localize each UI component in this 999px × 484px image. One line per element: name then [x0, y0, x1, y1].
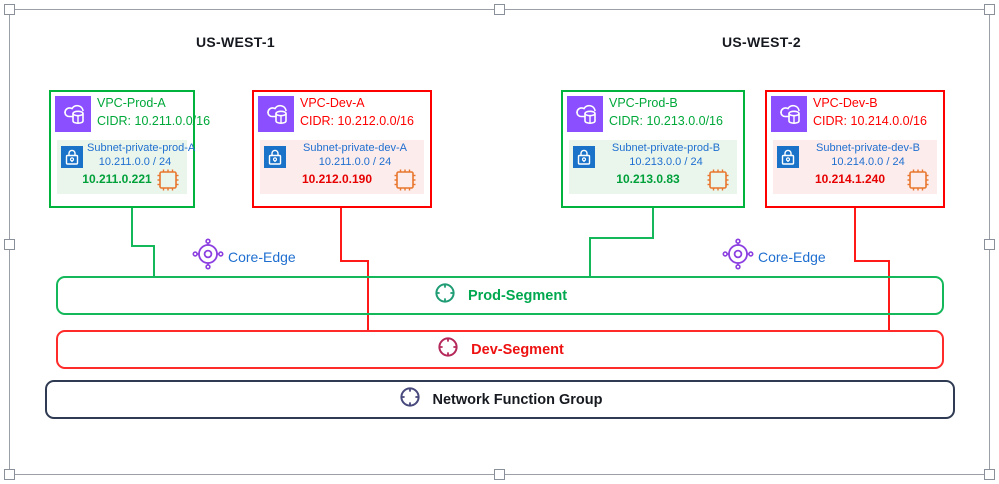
subnet-name: Subnet-private-prod-A: [87, 142, 196, 154]
segment-ring-icon: [398, 385, 422, 414]
subnet-cidr: 10.213.0.0 / 24: [629, 156, 703, 168]
vpc-title: VPC-Prod-A: [97, 96, 166, 110]
core-edge-label: Core-Edge: [228, 248, 296, 265]
vpc-header: VPC-Dev-B CIDR: 10.214.0.0/16: [767, 92, 943, 136]
subnet-lock-icon: [777, 146, 799, 168]
ec2-instance-chip-icon: [705, 168, 731, 192]
vpc-card-vpc-prod-a[interactable]: VPC-Prod-A CIDR: 10.211.0.0/16 Subnet-pr…: [49, 90, 210, 208]
subnet-name: Subnet-private-dev-B: [816, 142, 920, 154]
segment-label: Network Function Group: [432, 391, 603, 408]
ec2-instance-chip-icon: [905, 168, 931, 192]
vpc-cidr: CIDR: 10.214.0.0/16: [813, 114, 927, 128]
ec2-instance-chip-icon: [392, 168, 418, 192]
instance-ip-address: 10.212.0.190: [301, 172, 373, 186]
segment-bar-network-function-group[interactable]: Network Function Group: [45, 380, 955, 419]
resize-handle-middle-left[interactable]: [4, 239, 15, 250]
vpc-cidr: CIDR: 10.211.0.0/16: [97, 114, 211, 128]
vpc-cloud-icon: [55, 96, 91, 132]
core-edge-label: Core-Edge: [758, 248, 826, 265]
vpc-card-vpc-dev-b[interactable]: VPC-Dev-B CIDR: 10.214.0.0/16 Subnet-pri…: [765, 90, 945, 208]
vpc-title: VPC-Dev-A: [300, 96, 365, 110]
subnet-lock-icon: [573, 146, 595, 168]
resize-handle-top-left[interactable]: [4, 4, 15, 15]
ec2-instance-chip-icon: [155, 168, 181, 192]
instance-ip-address: 10.211.0.221: [82, 172, 152, 186]
vpc-card-vpc-prod-b[interactable]: VPC-Prod-B CIDR: 10.213.0.0/16 Subnet-pr…: [561, 90, 745, 208]
segment-bar-prod-segment[interactable]: Prod-Segment: [56, 276, 944, 315]
resize-handle-top-right[interactable]: [984, 4, 995, 15]
vpc-cloud-icon: [567, 96, 603, 132]
vpc-header: VPC-Prod-B CIDR: 10.213.0.0/16: [563, 92, 743, 136]
instance-ip-address: 10.214.1.240: [814, 172, 886, 186]
subnet-cidr: 10.211.0.0 / 24: [318, 156, 392, 168]
resize-handle-bottom-right[interactable]: [984, 469, 995, 480]
instance-ip-address: 10.213.0.83: [616, 172, 680, 186]
region-title-us-west-1: US-WEST-1: [196, 34, 275, 50]
vpc-card-vpc-dev-a[interactable]: VPC-Dev-A CIDR: 10.212.0.0/16 Subnet-pri…: [252, 90, 432, 208]
core-edge-right[interactable]: Core-Edge: [722, 238, 826, 275]
resize-handle-middle-right[interactable]: [984, 239, 995, 250]
vpc-cidr: CIDR: 10.212.0.0/16: [300, 114, 414, 128]
core-edge-icon: [722, 238, 754, 275]
core-edge-left[interactable]: Core-Edge: [192, 238, 296, 275]
vpc-header: VPC-Dev-A CIDR: 10.212.0.0/16: [254, 92, 430, 136]
subnet-block: Subnet-private-dev-B 10.214.0.0 / 24 10.…: [773, 140, 937, 194]
resize-handle-top-center[interactable]: [494, 4, 505, 15]
segment-label: Prod-Segment: [467, 287, 568, 304]
subnet-block: Subnet-private-dev-A 10.211.0.0 / 24 10.…: [260, 140, 424, 194]
segment-label: Dev-Segment: [471, 341, 564, 358]
vpc-cloud-icon: [258, 96, 294, 132]
vpc-title: VPC-Dev-B: [813, 96, 878, 110]
subnet-cidr: 10.211.0.0 / 24: [98, 156, 172, 168]
segment-bar-dev-segment[interactable]: Dev-Segment: [56, 330, 944, 369]
resize-handle-bottom-left[interactable]: [4, 469, 15, 480]
subnet-block: Subnet-private-prod-B 10.213.0.0 / 24 10…: [569, 140, 737, 194]
subnet-name: Subnet-private-prod-B: [611, 142, 721, 154]
subnet-block: Subnet-private-prod-A 10.211.0.0 / 24 10…: [57, 140, 196, 194]
segment-ring-icon: [433, 281, 457, 310]
subnet-cidr: 10.214.0.0 / 24: [831, 156, 905, 168]
region-title-us-west-2: US-WEST-2: [722, 34, 801, 50]
vpc-title: VPC-Prod-B: [609, 96, 678, 110]
subnet-name: Subnet-private-dev-A: [303, 142, 407, 154]
subnet-lock-icon: [264, 146, 286, 168]
subnet-lock-icon: [61, 146, 83, 168]
vpc-cloud-icon: [771, 96, 807, 132]
resize-handle-bottom-center[interactable]: [494, 469, 505, 480]
vpc-cidr: CIDR: 10.213.0.0/16: [609, 114, 723, 128]
segment-ring-icon: [436, 335, 460, 364]
vpc-header: VPC-Prod-A CIDR: 10.211.0.0/16: [51, 92, 210, 136]
core-edge-icon: [192, 238, 224, 275]
